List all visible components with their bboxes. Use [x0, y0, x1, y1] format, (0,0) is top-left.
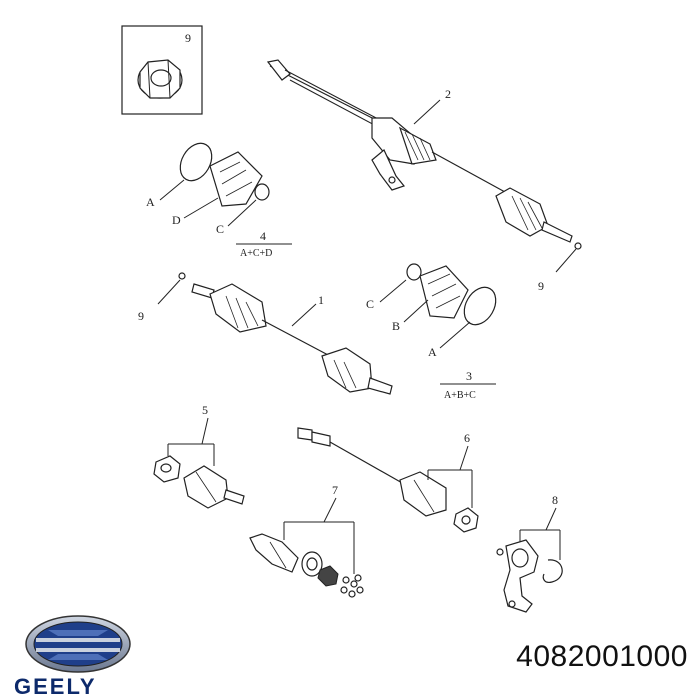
splined-end-icon	[297, 427, 313, 441]
callout-4: 4	[260, 229, 266, 243]
clamp-c-icon	[254, 183, 270, 201]
cv-housing-icon	[249, 533, 299, 573]
inner-race-icon	[317, 565, 339, 587]
callout-6: 6	[464, 431, 470, 445]
housing-icon	[183, 465, 245, 509]
geely-logo	[18, 612, 138, 698]
kit-4-boot-kit: A D C 4 A+C+D	[146, 142, 292, 259]
callout-7: 7	[332, 483, 338, 497]
kit3-formula: A+B+C	[444, 390, 476, 401]
outer-cv-joint-icon	[209, 283, 267, 333]
kit4-letter-d: D	[172, 213, 181, 227]
item-9-nut-box: 9	[121, 25, 203, 115]
boot-d-icon	[209, 151, 263, 207]
balls-icon	[340, 574, 364, 598]
kit4-letter-a: A	[146, 195, 155, 209]
tripod-icon	[453, 507, 479, 533]
kit3-letter-a: A	[428, 345, 437, 359]
cage-icon	[301, 551, 323, 577]
kit4-letter-c: C	[216, 222, 224, 236]
item-6-half-shaft: 6	[297, 427, 479, 533]
item-7-outer-joint-set: 7	[249, 483, 364, 598]
bracket-icon	[371, 149, 406, 191]
callout-3: 3	[466, 369, 472, 383]
callout-5: 5	[202, 403, 208, 417]
bracket-icon	[496, 539, 539, 613]
item-2-drive-shaft: 2 9	[266, 59, 582, 293]
leader-2	[413, 99, 441, 125]
clamp-c-icon	[406, 263, 422, 281]
callout-8: 8	[552, 493, 558, 507]
item-1-drive-shaft: 9 1	[138, 272, 393, 395]
kit-3-boot-kit: C B A 3 A+B+C	[366, 263, 497, 401]
boot-b-icon	[419, 265, 469, 319]
callout-2: 2	[445, 87, 451, 101]
callout-1: 1	[318, 293, 324, 307]
tripod-icon	[153, 455, 181, 483]
snap-ring-icon	[542, 559, 563, 583]
kit3-letter-b: B	[392, 319, 400, 333]
item-5-inner-joint: 5	[153, 403, 245, 509]
inner-cv-joint-icon	[321, 347, 393, 395]
hex-nut-icon	[137, 59, 183, 99]
outer-cv-joint-icon	[495, 187, 573, 243]
callout-9-left: 9	[138, 309, 144, 323]
kit3-letter-c: C	[366, 297, 374, 311]
leader-1	[291, 303, 317, 327]
kit4-formula: A+C+D	[240, 248, 272, 259]
callout-9-box: 9	[185, 31, 191, 45]
shaft-bar	[431, 151, 506, 193]
clamp-ring-a-icon	[463, 286, 497, 326]
item-9-left-marker	[178, 272, 186, 280]
exploded-parts-diagram: 9 2	[121, 25, 582, 613]
inner-cv-joint-icon	[371, 117, 437, 191]
callout-9-right: 9	[538, 279, 544, 293]
item-8-bracket: 8	[496, 493, 563, 613]
item-9-right-marker	[574, 242, 582, 250]
splined-end-icon	[266, 59, 291, 81]
inner-housing-icon	[399, 471, 447, 517]
part-number: 4082001000	[516, 640, 688, 673]
clamp-ring-a-icon	[179, 142, 213, 182]
brand-name: GEELY	[14, 674, 97, 699]
geely-emblem-icon	[25, 615, 131, 673]
